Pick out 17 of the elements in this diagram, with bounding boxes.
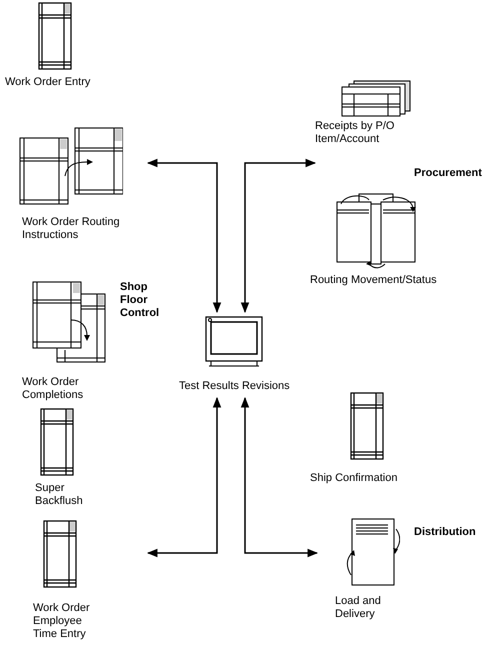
node-label: Super Backflush [35, 482, 84, 508]
node-label: Work Order Completions [22, 376, 84, 402]
node-label: Load and Delivery [335, 595, 382, 621]
node-label: Ship Confirmation [310, 472, 398, 485]
node-label: Work Order Entry [5, 76, 92, 89]
group-heading: Procurement [414, 167, 482, 180]
arrow [240, 158, 316, 314]
group-heading: Distribution [414, 526, 476, 539]
node-label: Receipts by P/O Item/Account [315, 120, 396, 146]
node-label: Work Order Employee Time Entry [33, 602, 91, 641]
node-label: Routing Movement/Status [310, 274, 438, 287]
arrow [146, 158, 222, 314]
arrow [240, 396, 318, 558]
group-heading: Shop Floor Control [120, 281, 160, 320]
node-label: Work Order Routing Instructions [22, 216, 121, 242]
node-label: Test Results Revisions [179, 380, 291, 393]
arrow [146, 396, 222, 558]
